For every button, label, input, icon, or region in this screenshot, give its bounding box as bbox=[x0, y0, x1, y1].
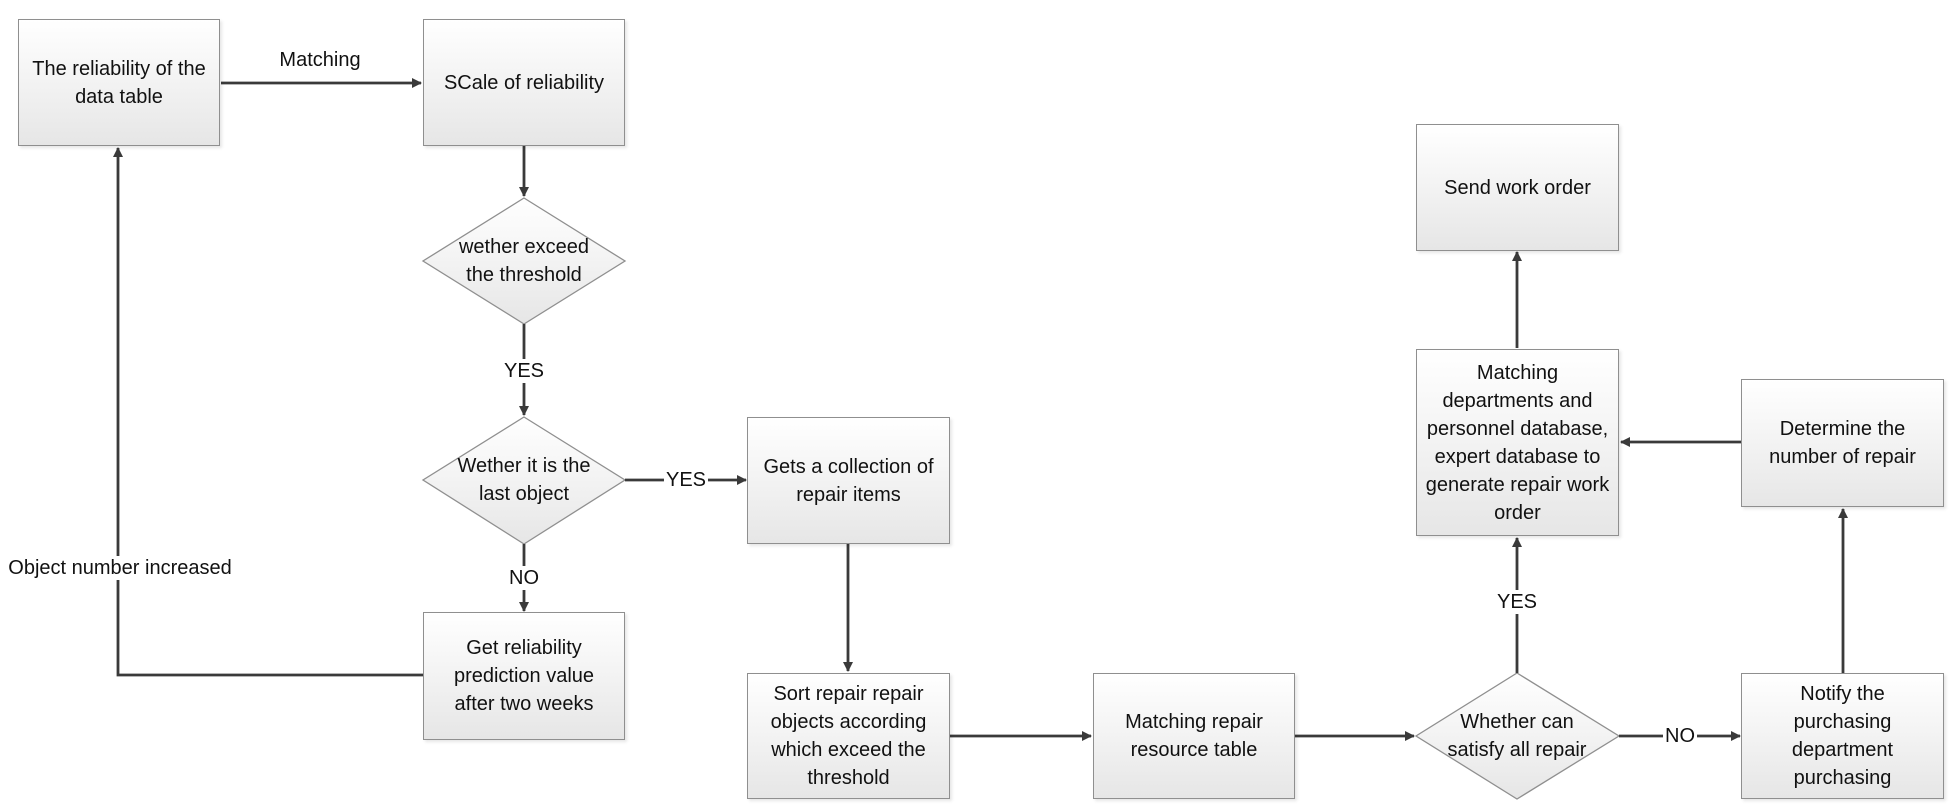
node-determine-number: Determine the number of repair bbox=[1741, 379, 1944, 507]
node-matching-departments: Matching departments and personnel datab… bbox=[1416, 349, 1619, 536]
node-exceed-threshold: wether exceed the threshold bbox=[458, 236, 590, 286]
label-yes-last: YES bbox=[663, 468, 709, 492]
edge-prediction-to-table bbox=[113, 147, 423, 677]
node-matching-resource: Matching repair resource table bbox=[1093, 673, 1295, 799]
label-object-increased: Object number increased bbox=[6, 556, 234, 580]
node-last-object: Wether it is the last object bbox=[457, 455, 591, 505]
label-no-last: NO bbox=[507, 566, 541, 590]
node-collection-items: Gets a collection of repair items bbox=[747, 417, 950, 544]
diamond-satisfy-all bbox=[1414, 672, 1621, 800]
label-yes-threshold: YES bbox=[501, 359, 547, 383]
node-sort-objects: Sort repair repair objects according whi… bbox=[747, 673, 950, 799]
node-send-work-order: Send work order bbox=[1416, 124, 1619, 251]
node-reliability-table: The reliability of the data table bbox=[18, 19, 220, 146]
node-get-prediction: Get reliability prediction value after t… bbox=[423, 612, 625, 740]
node-notify-purchasing: Notify the purchasing department purchas… bbox=[1741, 673, 1944, 799]
label-no-satisfy: NO bbox=[1663, 724, 1697, 748]
node-scale-reliability: SCale of reliability bbox=[423, 19, 625, 146]
label-matching: Matching bbox=[277, 48, 363, 72]
label-yes-satisfy: YES bbox=[1494, 590, 1540, 614]
node-satisfy-all: Whether can satisfy all repair bbox=[1447, 711, 1587, 761]
